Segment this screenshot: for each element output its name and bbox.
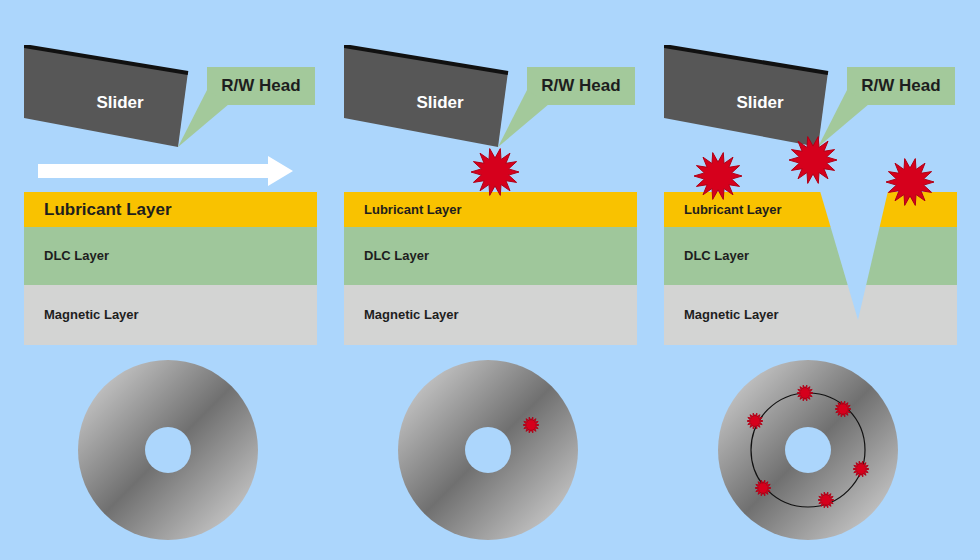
callout-tail	[178, 90, 229, 147]
slider-fill	[24, 45, 188, 147]
callout-tail	[818, 90, 869, 147]
slider-top-edge	[664, 46, 828, 73]
scratch-groove	[820, 191, 888, 320]
slider-label: Slider	[380, 93, 500, 113]
slider-body: Slider	[344, 45, 510, 148]
layer-label: Magnetic Layer	[684, 305, 779, 325]
lubricant-layer: Lubricant Layer	[664, 192, 957, 227]
layer-label: DLC Layer	[364, 246, 429, 266]
disk-platter	[718, 360, 898, 540]
slider-top-edge	[344, 46, 508, 73]
slider-body: Slider	[24, 45, 190, 148]
disk-damage-spot	[797, 385, 813, 401]
dlc-layer: DLC Layer	[24, 227, 317, 285]
magnetic-layer: Magnetic Layer	[24, 285, 317, 345]
slider-label: Slider	[60, 93, 180, 113]
disk-platter	[398, 360, 578, 540]
head-label: R/W Head	[221, 76, 300, 96]
head-label: R/W Head	[541, 76, 620, 96]
layer-label: DLC Layer	[44, 246, 109, 266]
slider-fill	[344, 45, 508, 147]
disk-damage-spot	[818, 492, 834, 508]
contact-spark	[789, 137, 837, 184]
damage-track	[751, 393, 865, 507]
dlc-layer: DLC Layer	[664, 227, 957, 285]
head-callout: R/W Head	[207, 67, 315, 105]
disk-damage-spot	[755, 480, 771, 496]
layer-label: DLC Layer	[684, 246, 749, 266]
layer-label: Lubricant Layer	[364, 200, 462, 220]
layer-label: Magnetic Layer	[44, 305, 139, 325]
disk-hole	[465, 427, 511, 473]
magnetic-layer: Magnetic Layer	[344, 285, 637, 345]
layer-label: Lubricant Layer	[684, 200, 782, 220]
dlc-layer: DLC Layer	[344, 227, 637, 285]
disk-damage-spot	[853, 461, 869, 477]
disk-damage-spot	[835, 401, 851, 417]
head-callout: R/W Head	[527, 67, 635, 105]
slider-top-edge	[24, 46, 188, 73]
slider-label: Slider	[700, 93, 820, 113]
head-callout: R/W Head	[847, 67, 955, 105]
layer-label: Magnetic Layer	[364, 305, 459, 325]
debris-spark	[694, 153, 742, 200]
head-label: R/W Head	[861, 76, 940, 96]
disk-damage-spot	[523, 417, 539, 433]
disk-damage-spot	[747, 413, 763, 429]
disk-hole	[145, 427, 191, 473]
motion-arrow	[38, 156, 293, 186]
disk-platter	[78, 360, 258, 540]
slider-fill	[664, 45, 828, 147]
callout-tail	[498, 90, 549, 147]
magnetic-layer: Magnetic Layer	[664, 285, 957, 345]
layer-label: Lubricant Layer	[44, 200, 172, 220]
lubricant-layer: Lubricant Layer	[344, 192, 637, 227]
lubricant-layer: Lubricant Layer	[24, 192, 317, 227]
contact-spark	[471, 149, 519, 196]
disk-hole	[785, 427, 831, 473]
slider-body: Slider	[664, 45, 830, 148]
debris-spark	[886, 159, 934, 206]
